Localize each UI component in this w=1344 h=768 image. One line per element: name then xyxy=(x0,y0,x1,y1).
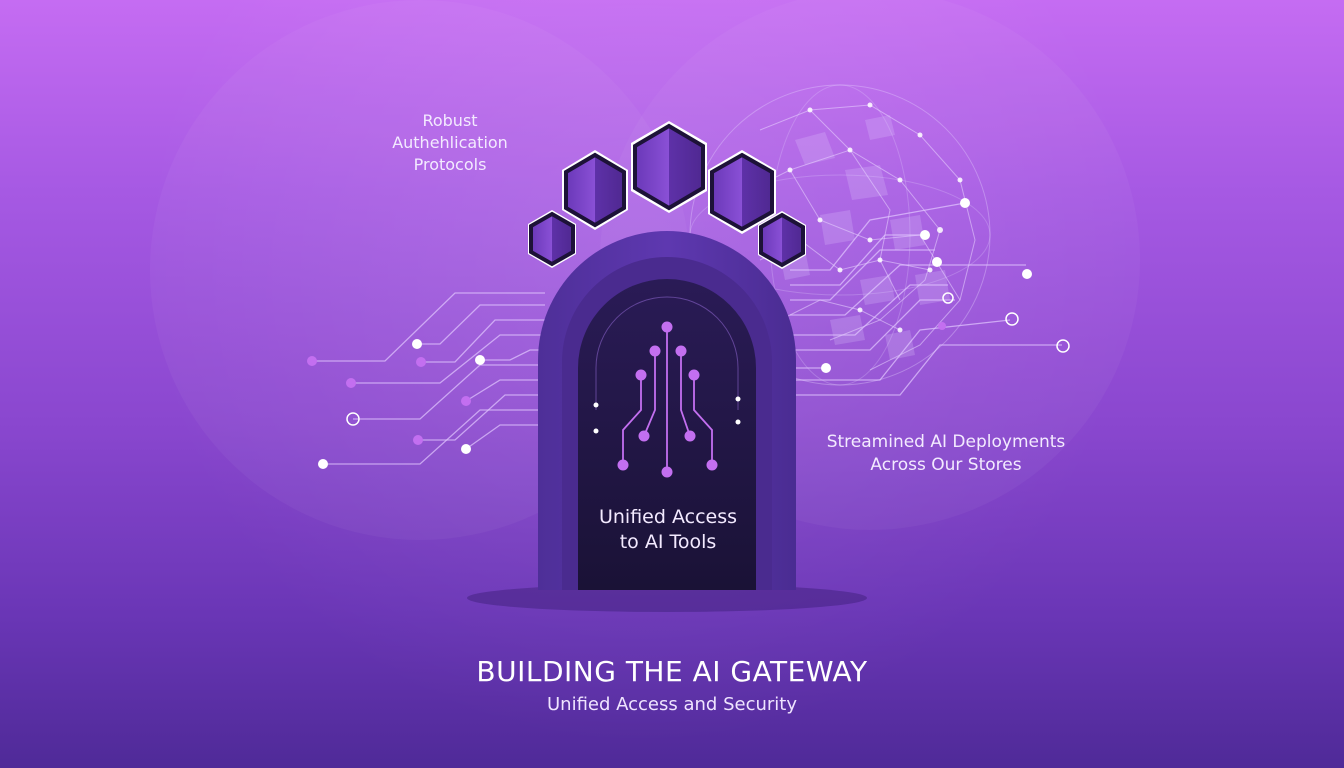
gateway-line-1: Unified Access xyxy=(598,506,738,528)
left-circuit-nodes xyxy=(307,339,485,469)
auth-protocols-label: Robust Authehlication Protocols xyxy=(360,110,540,176)
globe-nodes xyxy=(787,102,963,333)
gateway-line-2: to AI Tools xyxy=(619,531,717,553)
right-circuit-nodes xyxy=(821,198,1070,373)
page-subtitle: Unified Access and Security xyxy=(547,694,797,715)
auth-line-3: Protocols xyxy=(413,155,487,174)
gateway-label: Unified Access to AI Tools xyxy=(566,505,770,555)
right-circuit-lines xyxy=(790,202,1062,396)
auth-line-1: Robust xyxy=(422,111,478,130)
circuit-tree-icon xyxy=(622,327,713,472)
arch-shadow xyxy=(467,584,867,612)
deploy-line-2: Across Our Stores xyxy=(870,455,1022,475)
deployments-label: Streamined AI Deployments Across Our Sto… xyxy=(806,431,1086,477)
page-title: BUILDING THE AI GATEWAY xyxy=(476,655,868,688)
circuit-tree-nodes xyxy=(617,321,718,478)
globe-facets xyxy=(780,115,950,360)
deploy-line-1: Streamined AI Deployments xyxy=(826,432,1066,452)
hexagon-shield-icon xyxy=(528,121,806,269)
left-circuit-lines xyxy=(312,292,545,465)
auth-line-2: Authehlication xyxy=(392,133,508,152)
